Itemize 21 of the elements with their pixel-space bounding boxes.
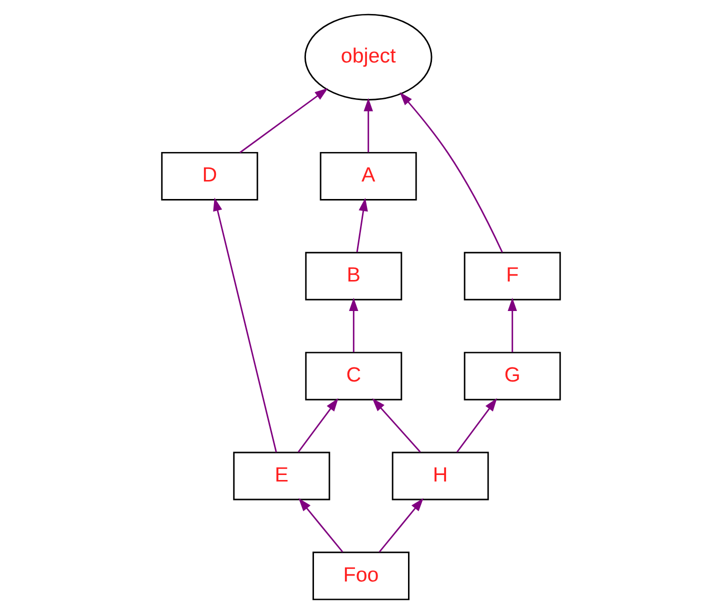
node-box: E [232, 452, 330, 500]
arrow [298, 498, 343, 552]
arrow [378, 498, 423, 552]
node-box: G [463, 352, 560, 400]
arrow [348, 298, 358, 352]
arrow [456, 398, 497, 452]
node-box: B [304, 252, 402, 300]
arrow [356, 198, 368, 252]
arrow [238, 88, 328, 154]
node-box: D [160, 152, 258, 200]
arrow [372, 398, 420, 453]
node-box: A [319, 152, 416, 200]
node-box: H [391, 452, 488, 500]
node-box: Foo [312, 552, 409, 600]
arrow [297, 398, 338, 452]
node-box: C [304, 352, 402, 400]
arrow [507, 298, 516, 352]
node-box: F [463, 252, 560, 300]
arrow [399, 92, 502, 253]
arrow [363, 98, 372, 152]
arrow [212, 198, 276, 452]
